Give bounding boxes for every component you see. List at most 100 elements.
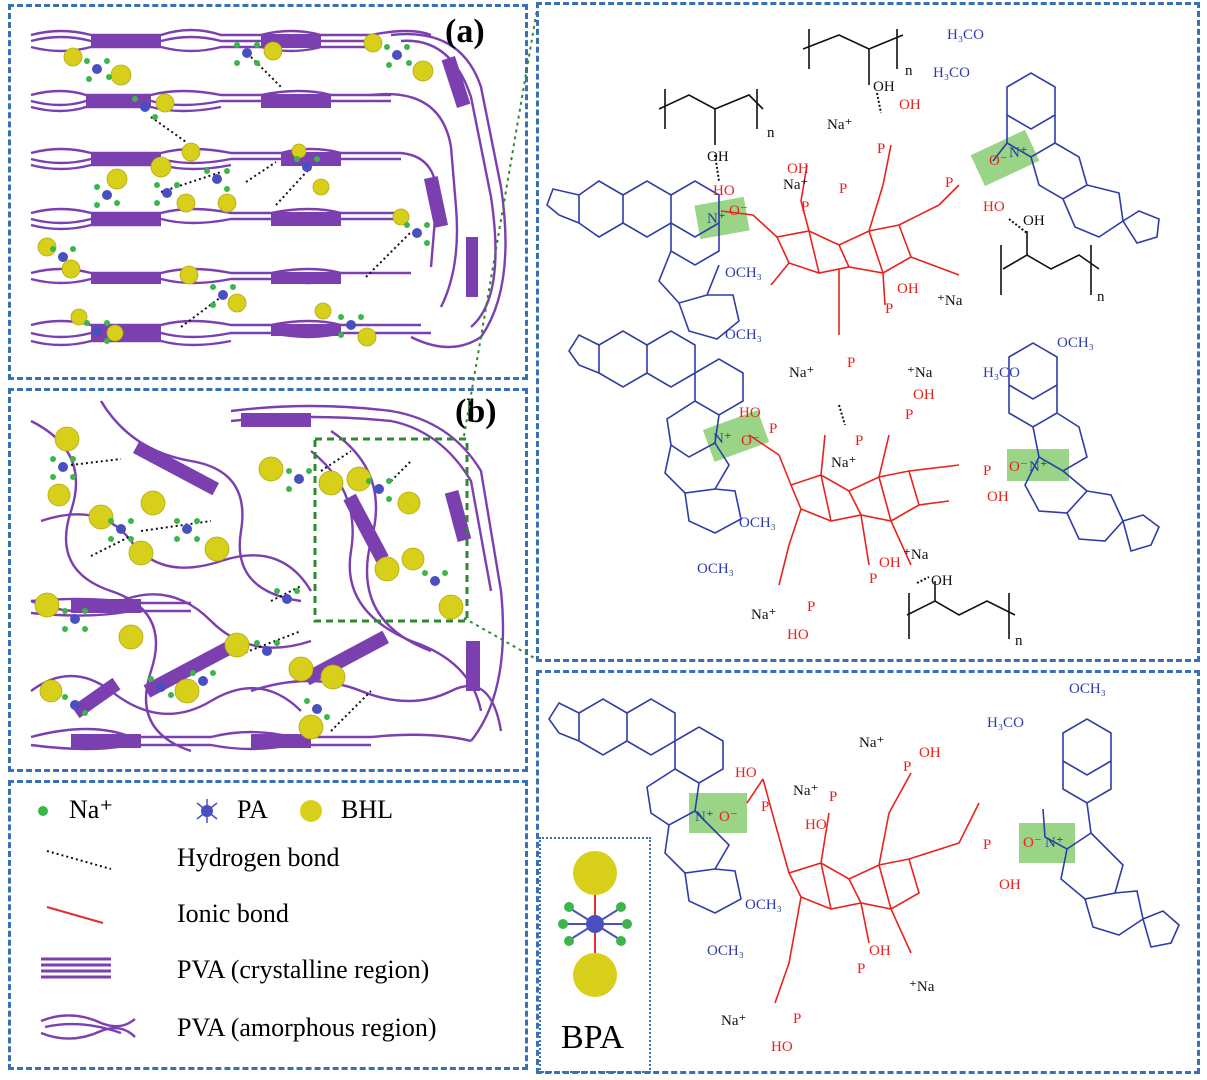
- och3-label: OCH₃: [739, 515, 776, 531]
- legend-hbond-label: Hydrogen bond: [177, 843, 340, 872]
- oh-label: OH: [987, 489, 1009, 505]
- crystalline-bar: [71, 677, 121, 719]
- h3co-label: H₃CO: [987, 715, 1024, 731]
- p-label: P: [855, 433, 863, 449]
- amorphous-legend-glyph: [40, 1014, 136, 1040]
- n-subscript: n: [1015, 633, 1023, 649]
- panel-b-diagram: [30, 400, 505, 753]
- crystalline-bar: [91, 34, 161, 48]
- bpa-label: BPA: [561, 1019, 625, 1056]
- n-plus-label: N⁺: [1029, 459, 1048, 475]
- bhl-sphere: [150, 156, 172, 178]
- hydrogen-bond: [320, 450, 352, 472]
- bhl-sphere: [318, 470, 344, 496]
- p-label: P: [807, 599, 815, 615]
- n-plus-label: N⁺: [707, 211, 726, 227]
- oh-label: OH: [879, 555, 901, 571]
- ho-label: HO: [983, 199, 1005, 215]
- hydrogen-bond: [330, 690, 372, 732]
- bhl-sphere: [176, 193, 196, 213]
- och3-label: OCH₃: [707, 943, 744, 959]
- bhl-sphere: [227, 293, 247, 313]
- panel-b-label: (b): [455, 393, 497, 430]
- na-legend-glyph: [38, 806, 48, 816]
- bhl-sphere: [312, 178, 330, 196]
- na-plus-label: Na⁺: [831, 455, 856, 471]
- pa-molecules: [50, 456, 448, 720]
- crystalline-bar: [91, 272, 161, 284]
- hydrogen-bond: [365, 231, 412, 278]
- hydrogen-bond: [150, 116, 187, 143]
- bhl-sphere: [118, 624, 144, 650]
- hydrogen-bond: [245, 161, 277, 183]
- oh-label: OH: [873, 79, 895, 95]
- crystalline-bar: [271, 272, 341, 284]
- legend-crystalline-label: PVA (crystalline region): [177, 955, 430, 984]
- hydrogen-bond: [270, 585, 302, 602]
- o-minus-label: O⁻: [989, 153, 1008, 169]
- crystalline-row-5: [30, 267, 411, 285]
- na-plus-label: Na⁺: [751, 607, 776, 623]
- bhl-sphere: [181, 142, 201, 162]
- legend-bhl-label: BHL: [341, 795, 393, 824]
- ho-label: HO: [805, 817, 827, 833]
- panel-a-diagram: [30, 28, 507, 349]
- hydrogen-bond: [275, 166, 312, 206]
- bhl-sphere: [438, 594, 464, 620]
- bhl-sphere: [70, 308, 88, 326]
- legend-na-label: Na⁺: [69, 795, 114, 824]
- bhl-sphere: [314, 302, 332, 320]
- p-label: P: [801, 199, 809, 215]
- ho-label: HO: [735, 765, 757, 781]
- plus-na-label: ⁺Na: [937, 293, 963, 309]
- panel-a-label: (a): [445, 13, 485, 50]
- n-plus-label: N⁺: [1045, 835, 1064, 851]
- hydrogen-bond: [140, 520, 212, 532]
- bhl-sphere: [110, 64, 132, 86]
- o-minus-label: O⁻: [741, 433, 760, 449]
- p-label: P: [903, 759, 911, 775]
- ho-label: HO: [787, 627, 809, 643]
- bpa-glyph: [558, 851, 632, 997]
- och3-label: OCH₃: [697, 561, 734, 577]
- ho-label: HO: [739, 405, 761, 421]
- p-label: P: [857, 961, 865, 977]
- p-label: P: [829, 789, 837, 805]
- h3co-label: H₃CO: [947, 27, 984, 43]
- crystalline-bar: [444, 490, 472, 542]
- bhl-sphere: [39, 679, 63, 703]
- p-label: P: [983, 837, 991, 853]
- n-subscript: n: [767, 125, 775, 141]
- crystalline-row-2: [30, 89, 391, 113]
- legend-panel: Na⁺ PA BHL Hydrogen bond Ionic bond PVA …: [8, 780, 528, 1070]
- bhl-sphere: [179, 265, 199, 285]
- p-label: P: [905, 407, 913, 423]
- bhl-legend-glyph: [300, 800, 322, 822]
- panel-a: (a): [8, 4, 528, 380]
- bhl-sphere: [217, 193, 237, 213]
- bhl-sphere: [320, 664, 346, 690]
- chem-panel-top: OCH₃ OCH₃ H₃CO H₃CO OCH₃ OCH₃ H₃CO OCH₃ …: [536, 2, 1200, 662]
- na-plus-label: Na⁺: [783, 177, 808, 193]
- legend-pa-label: PA: [237, 795, 268, 824]
- na-plus-label: Na⁺: [721, 1013, 746, 1029]
- crystalline-bar: [271, 212, 341, 226]
- crystalline-bar: [343, 493, 389, 563]
- bhl-sphere: [140, 490, 166, 516]
- chem-structure-bottom: OCH₃ OCH₃ H₃CO OCH₃ N⁺ N⁺ O⁻ O⁻ P P P P …: [548, 681, 1180, 1055]
- bhl-sphere: [54, 426, 80, 452]
- hydrogen-bond: [70, 458, 122, 466]
- n-plus-label: N⁺: [713, 431, 732, 447]
- crystalline-bar: [91, 212, 161, 226]
- na-plus-label: Na⁺: [789, 365, 814, 381]
- oh-label: OH: [707, 149, 729, 165]
- p-label: P: [877, 141, 885, 157]
- ho-label: HO: [771, 1039, 793, 1055]
- oh-label: OH: [999, 877, 1021, 893]
- legend-amorphous-label: PVA (amorphous region): [177, 1013, 437, 1042]
- o-minus-label: O⁻: [719, 809, 738, 825]
- crystalline-legend-glyph: [41, 957, 111, 979]
- crystalline-bar: [251, 734, 311, 748]
- plus-na-label: ⁺Na: [903, 547, 929, 563]
- crystalline-bar: [71, 734, 141, 748]
